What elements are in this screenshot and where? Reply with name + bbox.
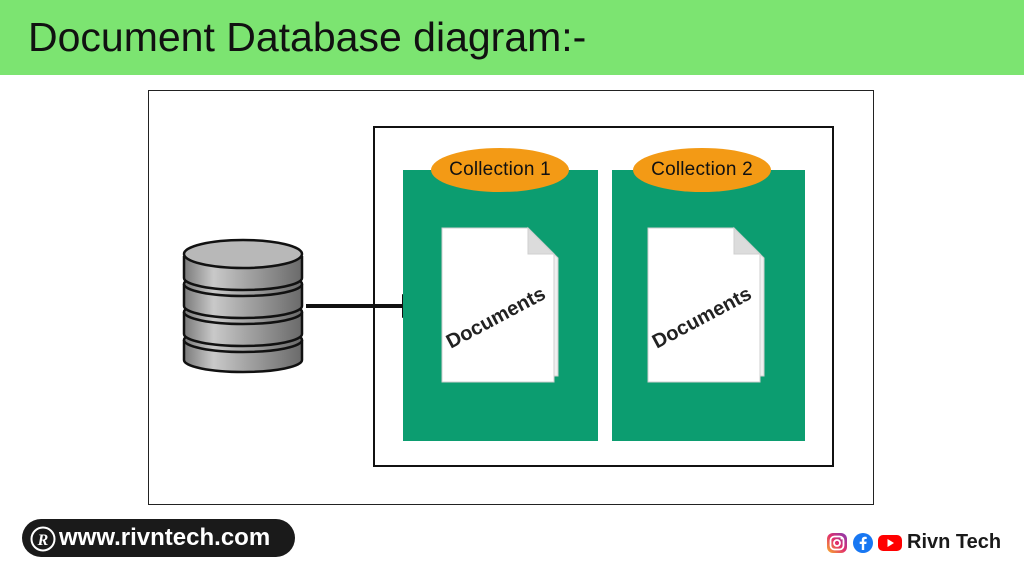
title-banner: Document Database diagram:- bbox=[0, 0, 1024, 75]
database-icon bbox=[182, 238, 304, 374]
svg-text:R: R bbox=[37, 532, 49, 549]
page-title: Document Database diagram:- bbox=[28, 14, 587, 60]
instagram-icon[interactable] bbox=[826, 532, 848, 554]
collection-label-2: Collection 2 bbox=[633, 148, 771, 192]
document-icon: Documents bbox=[441, 226, 559, 383]
rivn-logo-icon: R bbox=[30, 526, 56, 552]
youtube-icon[interactable] bbox=[877, 532, 903, 554]
brand-name: Rivn Tech bbox=[907, 531, 1002, 553]
facebook-icon[interactable] bbox=[852, 532, 874, 554]
document-icon: Documents bbox=[647, 226, 765, 383]
website-url[interactable]: www.rivntech.com bbox=[59, 524, 271, 551]
collection-label-1: Collection 1 bbox=[431, 148, 569, 192]
collections-container bbox=[373, 126, 834, 467]
website-link-pill[interactable] bbox=[22, 519, 295, 557]
